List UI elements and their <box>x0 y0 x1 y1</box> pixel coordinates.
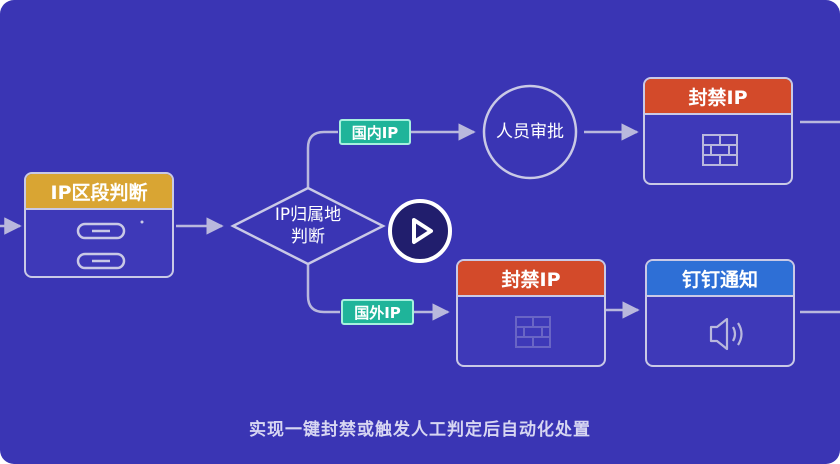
ip-segment-title: IP区段判断 <box>26 174 172 210</box>
ban-ip-node-top: 封禁IP <box>643 77 793 185</box>
tag-domestic-ip: 国内IP <box>339 119 411 145</box>
ip-location-label: IP归属地 判断 <box>274 205 342 247</box>
ban-ip-title-top: 封禁IP <box>645 79 791 115</box>
brick-wall-icon <box>515 316 551 348</box>
ban-ip-title-bottom: 封禁IP <box>458 261 604 297</box>
ban-ip-node-bottom: 封禁IP <box>456 259 606 367</box>
connector-branch-foreign <box>306 262 340 314</box>
speaker-icon <box>709 317 743 351</box>
play-button[interactable] <box>388 199 452 263</box>
ip-segment-node: IP区段判断 <box>24 172 174 278</box>
dingtalk-notify-node: 钉钉通知 <box>645 259 795 367</box>
manual-review-label: 人员审批 <box>496 122 564 142</box>
brick-wall-icon <box>702 134 738 166</box>
ip-location-decision-diamond <box>230 186 386 266</box>
dingtalk-notify-title: 钉钉通知 <box>647 261 793 297</box>
connector-branch-domestic <box>306 130 338 190</box>
play-icon <box>412 218 433 244</box>
toggle-switch-icon <box>76 220 144 270</box>
tag-foreign-ip: 国外IP <box>341 299 414 325</box>
video-caption: 实现一键封禁或触发人工判定后自动化处置 <box>249 420 591 440</box>
manual-review-circle <box>482 84 578 180</box>
